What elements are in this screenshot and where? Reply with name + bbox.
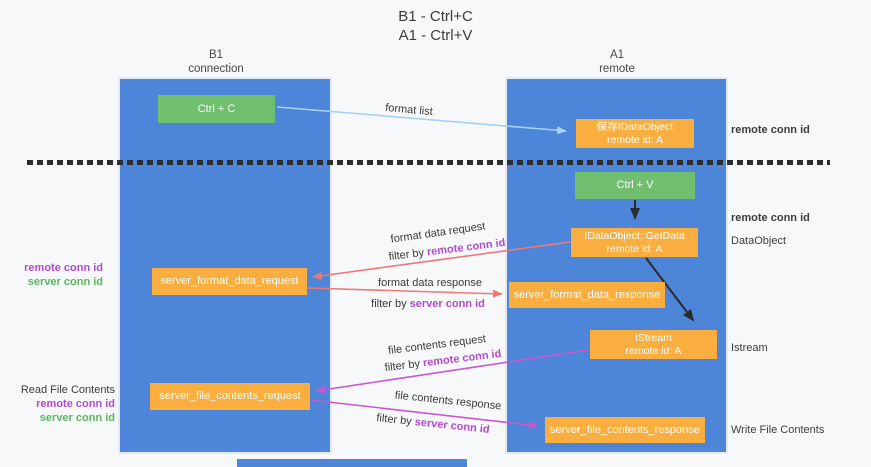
- section-divider-dashed-line: [27, 160, 830, 165]
- a1-lane-subtitle: remote: [599, 63, 635, 75]
- save-dataobject-line2: remote id: A: [606, 133, 664, 146]
- a1-lane-name: A1: [609, 49, 625, 61]
- server-format-data-response-label: server_format_data_response: [513, 288, 661, 301]
- file-contents-response-label: file contents response: [394, 389, 502, 413]
- diagram-title: B1 - Ctrl+C A1 - Ctrl+V: [0, 7, 871, 45]
- title-line-1: B1 - Ctrl+C: [398, 8, 473, 25]
- istream-box: IStream remote id: A: [590, 330, 717, 359]
- left-format-conn-ids: remote conn id server conn id: [0, 261, 103, 289]
- ctrl-c-label: Ctrl + C: [197, 102, 236, 115]
- format-data-response-label: format data response: [378, 277, 482, 289]
- save-dataobject-line1: 保存IDataObject: [596, 120, 674, 133]
- right-top-remote-conn-id: remote conn id: [731, 124, 810, 136]
- b1-lane-name: B1: [208, 49, 224, 61]
- istream-line2: remote id: A: [625, 344, 682, 357]
- title-line-2: A1 - Ctrl+V: [398, 27, 473, 44]
- file-contents-response-filter-label: filter by server conn id: [375, 412, 491, 436]
- right-mid-remote-conn-id: remote conn id: [731, 212, 810, 224]
- istream-line1: IStream: [635, 331, 672, 344]
- a1-lane-header: A1 remote: [547, 48, 687, 76]
- getdata-line2: remote id: A: [606, 242, 663, 255]
- server-format-data-request-label: server_format_data_request: [160, 275, 299, 287]
- read-file-contents-label: Read File Contents: [20, 384, 115, 396]
- b1-lane-subtitle: connection: [188, 63, 244, 75]
- istream-side-label: Istream: [731, 342, 768, 354]
- server-format-data-request-box: server_format_data_request: [152, 268, 307, 295]
- ctrl-c-box: Ctrl + C: [158, 95, 275, 123]
- left-file-server-conn-id: server conn id: [39, 412, 115, 424]
- save-dataobject-box: 保存IDataObject remote id: A: [576, 119, 694, 148]
- getdata-box: IDataObject::GetData remote id: A: [571, 228, 698, 257]
- left-file-labels: Read File Contents remote conn id server…: [0, 383, 115, 425]
- ctrl-v-box: Ctrl + V: [575, 172, 695, 199]
- dataobject-label: DataObject: [731, 235, 787, 247]
- format-list-label: format list: [384, 101, 434, 119]
- server-file-contents-response-box: server_file_contents_response: [545, 417, 705, 443]
- left-remote-conn-id: remote conn id: [24, 262, 103, 274]
- left-server-conn-id: server conn id: [27, 276, 103, 288]
- b1-lane-header: B1 connection: [146, 48, 286, 76]
- format-data-response-filter-label: filter by server conn id: [371, 298, 485, 310]
- server-format-data-response-box: server_format_data_response: [509, 282, 665, 308]
- left-file-remote-conn-id: remote conn id: [36, 398, 115, 410]
- ctrl-v-label: Ctrl + V: [616, 179, 654, 191]
- server-file-contents-request-box: server_file_contents_request: [150, 383, 310, 410]
- write-file-contents-label: Write File Contents: [731, 424, 825, 436]
- server-file-contents-request-label: server_file_contents_request: [159, 390, 301, 402]
- getdata-line1: IDataObject::GetData: [584, 229, 685, 242]
- server-file-contents-response-label: server_file_contents_response: [550, 423, 700, 436]
- bottom-cutoff-lane: [237, 459, 467, 467]
